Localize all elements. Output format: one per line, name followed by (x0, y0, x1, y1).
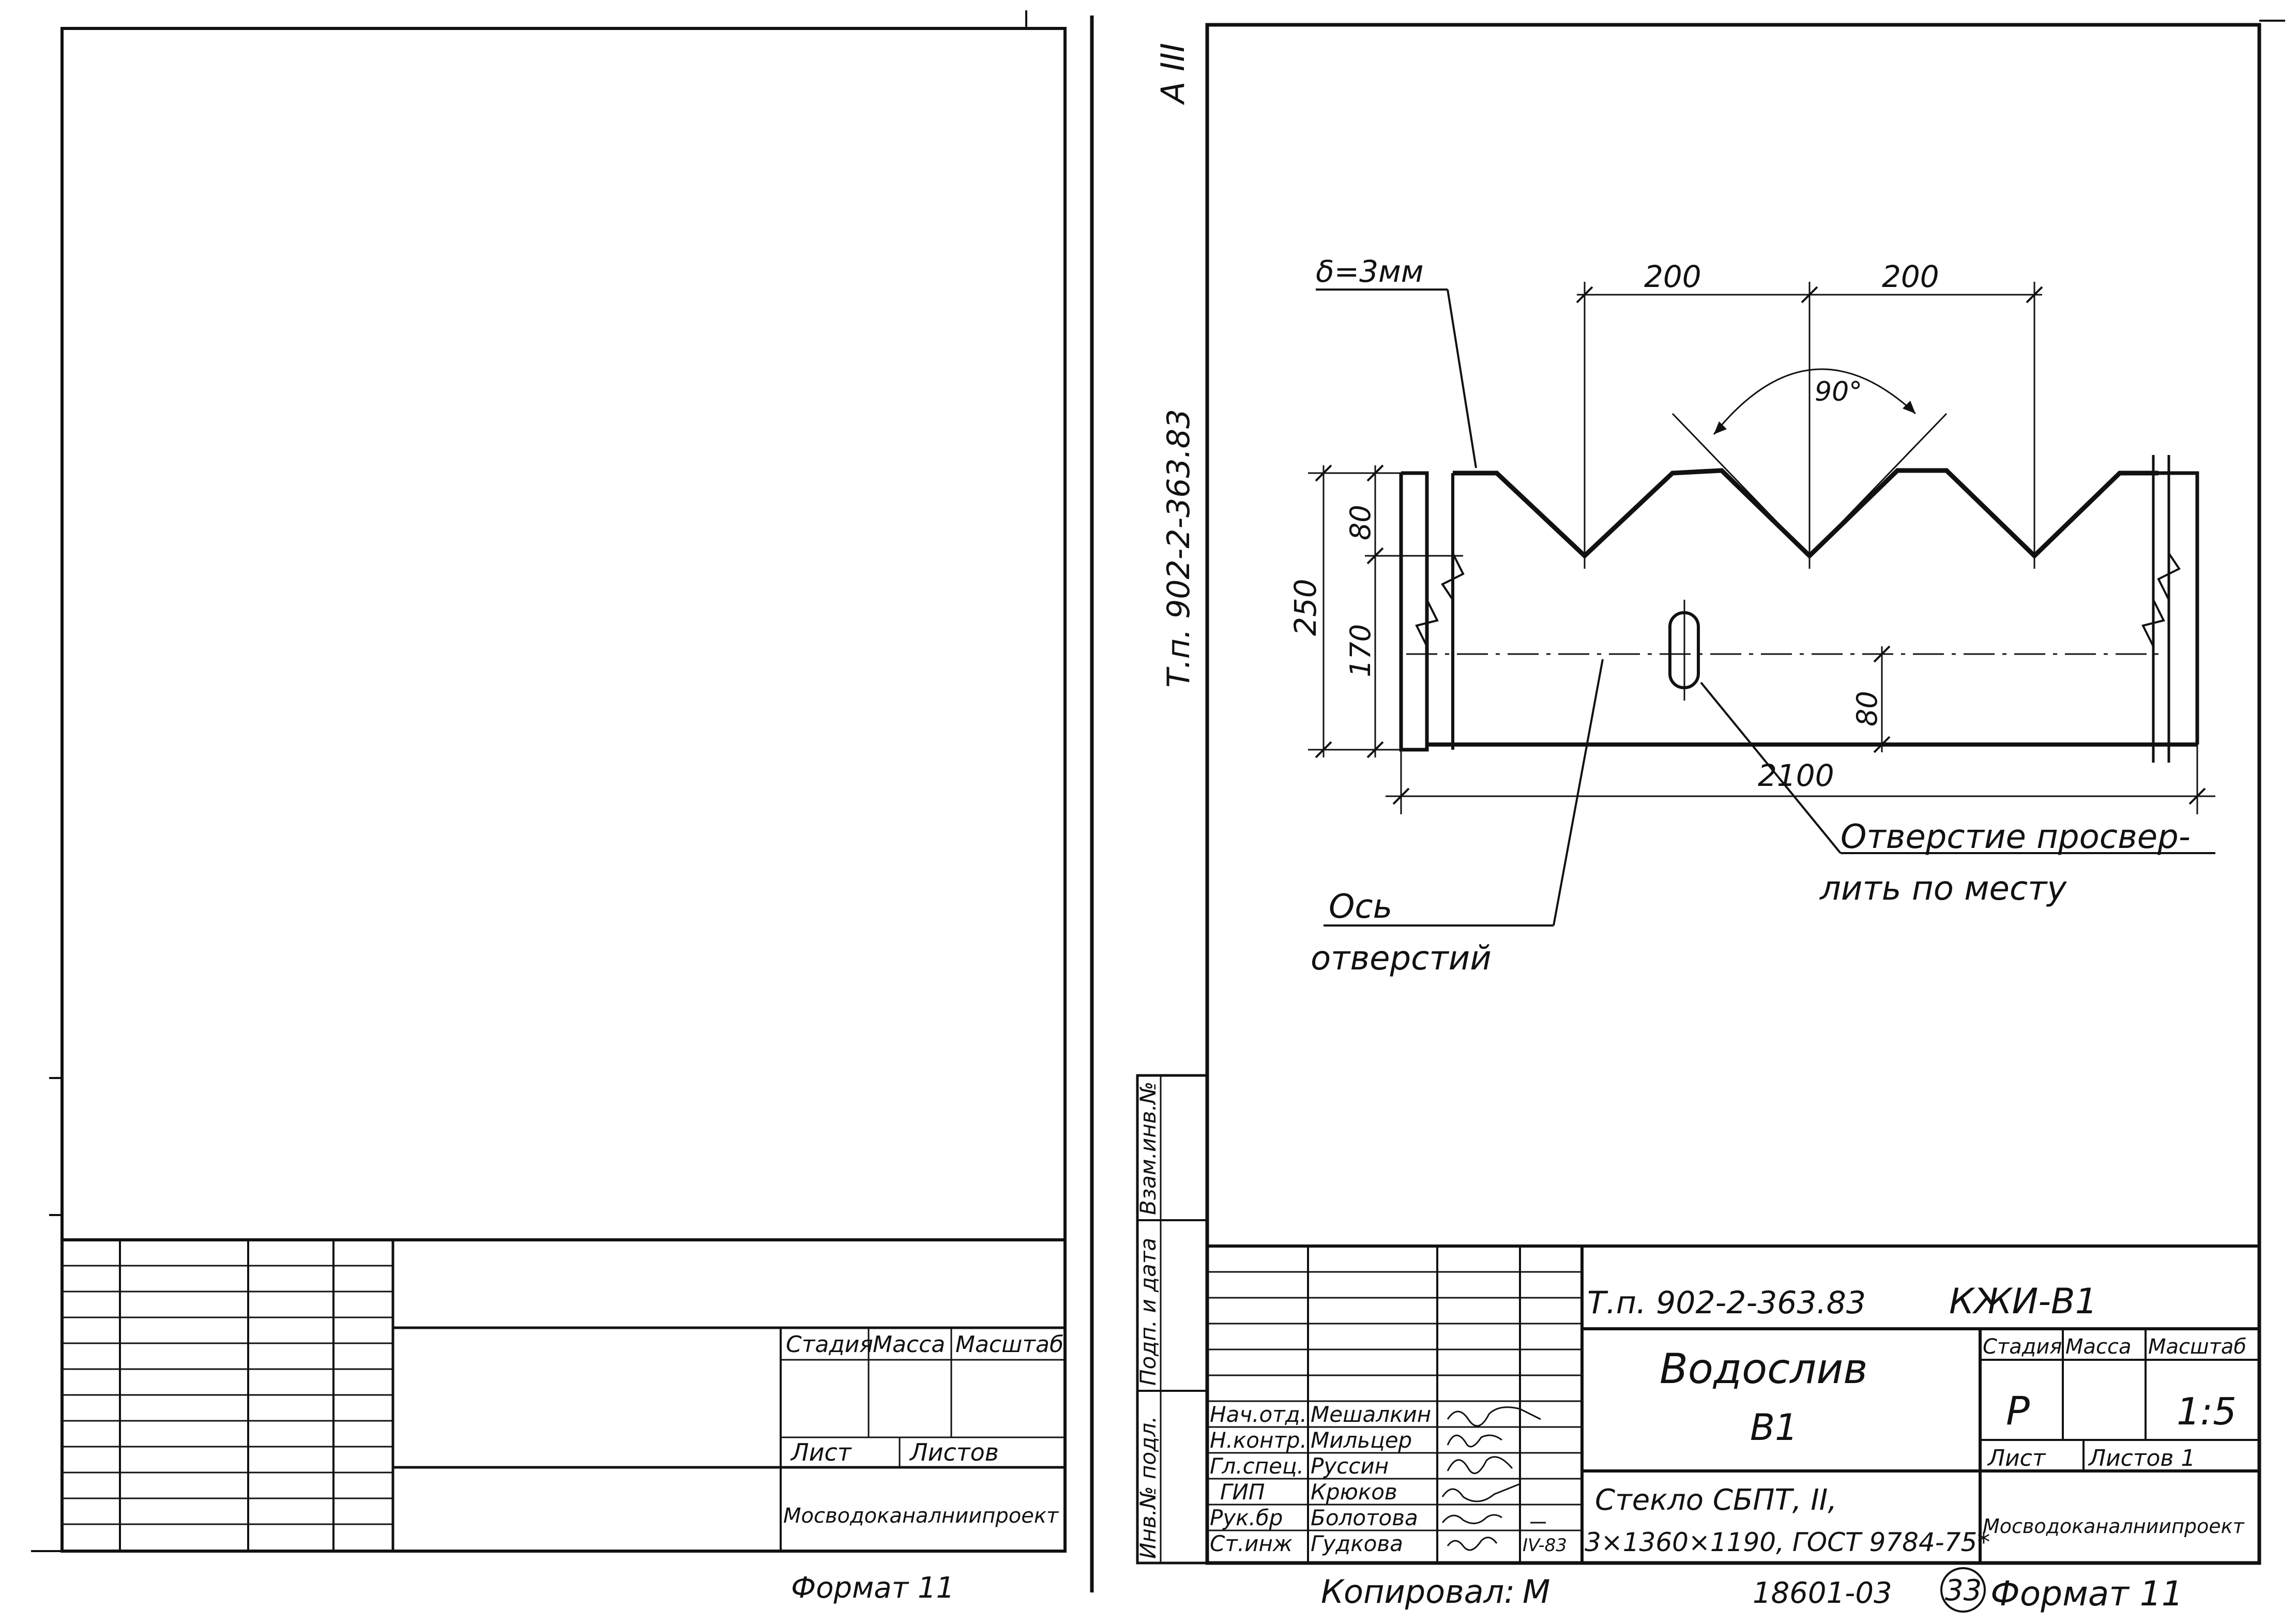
title-block: Нач.отд. Мешалкин Н.контр. Мильцер Гл.сп… (1207, 1244, 2259, 1563)
dim-total-height: 250 (1288, 579, 1323, 636)
dim-hole-offset: 80 (1851, 691, 1883, 726)
order-number: 18601-03 (1753, 1576, 1892, 1610)
dim-notch-depth: 80 (1344, 505, 1377, 540)
hole-note-line2: лить по месту (1819, 870, 2067, 908)
right-format-label: Формат 11 (1990, 1574, 2183, 1614)
sheet-label: Лист (1987, 1445, 2046, 1471)
weir-drawing: 200 200 90° δ=3мм 250 80 (1288, 254, 2215, 978)
staff-name-3: Руссин (1311, 1453, 1389, 1479)
side-stamp-replacement: Взам.инв.№ (1135, 1082, 1161, 1215)
axis-note-line1: Ось (1329, 888, 1392, 926)
side-stamp (1136, 1074, 1209, 1565)
material-line1: Стекло СБПТ, II, (1595, 1483, 1837, 1517)
sheets-label: Листов 1 (2088, 1445, 2195, 1471)
material-line2: 3×1360×1190, ГОСТ 9784-75* (1585, 1527, 1990, 1557)
left-frame (60, 27, 1067, 1553)
side-stamp-signature-date: Подп. и дата (1135, 1238, 1161, 1386)
staff-role-6: Ст.инж (1210, 1531, 1293, 1556)
dim-lower-height: 170 (1344, 624, 1377, 677)
copied-by-signature: М (1523, 1573, 1550, 1611)
staff-role-4: ГИП (1220, 1479, 1265, 1505)
side-code: Т.п. 902-2-363.83 (1161, 409, 1197, 688)
title-line1: Водослив (1660, 1345, 1867, 1393)
title-line2: В1 (1750, 1406, 1798, 1449)
signatures (1441, 1406, 1546, 1551)
dim-length: 2100 (1758, 758, 1834, 793)
staff-role-3: Гл.спец. (1210, 1453, 1304, 1479)
left-sheet-label: Лист (790, 1438, 852, 1466)
staff-name-6: Гудкова (1311, 1531, 1403, 1556)
organization: Мосводоканалниипроект (1983, 1515, 2245, 1538)
scale-value: 1:5 (2177, 1390, 2237, 1433)
mass-label: Масса (2065, 1335, 2132, 1359)
left-mass-label: Масса (873, 1331, 945, 1358)
left-organization: Мосводоканалниипроект (783, 1504, 1059, 1528)
plate-outline (1399, 471, 1429, 752)
corner-mark: А III (1154, 43, 1192, 105)
left-scale-label: Масштаб (955, 1331, 1063, 1358)
staff-role-2: Н.контр. (1210, 1428, 1307, 1453)
left-sheet: Стадия Масса Масштаб Лист Листов Мосводо… (31, 10, 1067, 1605)
dim-spacing-1: 200 (1644, 259, 1701, 294)
copied-by-label: Копировал: (1321, 1573, 1515, 1611)
stage-label: Стадия (1983, 1335, 2062, 1359)
left-sheets-label: Листов (909, 1438, 999, 1466)
staff-name-1: Мешалкин (1311, 1402, 1431, 1427)
page-number-circle (1940, 1567, 1986, 1613)
staff-role-1: Нач.отд. (1210, 1402, 1307, 1427)
plate-top-profile (1453, 468, 2158, 559)
stage-value: Р (2006, 1388, 2030, 1434)
staff-name-2: Мильцер (1311, 1428, 1412, 1453)
doc-code: Т.п. 902-2-363.83 (1587, 1285, 1866, 1321)
angle-label: 90° (1815, 376, 1862, 407)
side-stamp-original-inv: Инв.№ подл. (1135, 1416, 1161, 1559)
scale-label: Масштаб (2148, 1335, 2246, 1359)
left-stage-label: Стадия (786, 1331, 873, 1358)
right-sheet: А III Т.п. 902-2-363.83 Взам.инв.№ Подп.… (1135, 20, 2285, 1614)
staff-name-4: Крюков (1311, 1479, 1397, 1505)
hole-note-line1: Отверстие просвер- (1841, 818, 2191, 856)
staff-role-5: Рук.бр (1210, 1505, 1283, 1530)
staff-date: IV-83 (1523, 1535, 1567, 1556)
left-format-label: Формат 11 (791, 1571, 954, 1605)
axis-note-line2: отверстий (1311, 939, 1492, 978)
doc-mark: КЖИ-В1 (1949, 1281, 2097, 1322)
thickness-note: δ=3мм (1316, 254, 1424, 289)
page-number: 33 (1945, 1574, 1982, 1607)
angle-arc (1713, 368, 1917, 435)
staff-name-5: Болотова (1311, 1505, 1418, 1530)
right-frame (1205, 23, 2261, 1565)
dim-spacing-2: 200 (1882, 259, 1939, 294)
